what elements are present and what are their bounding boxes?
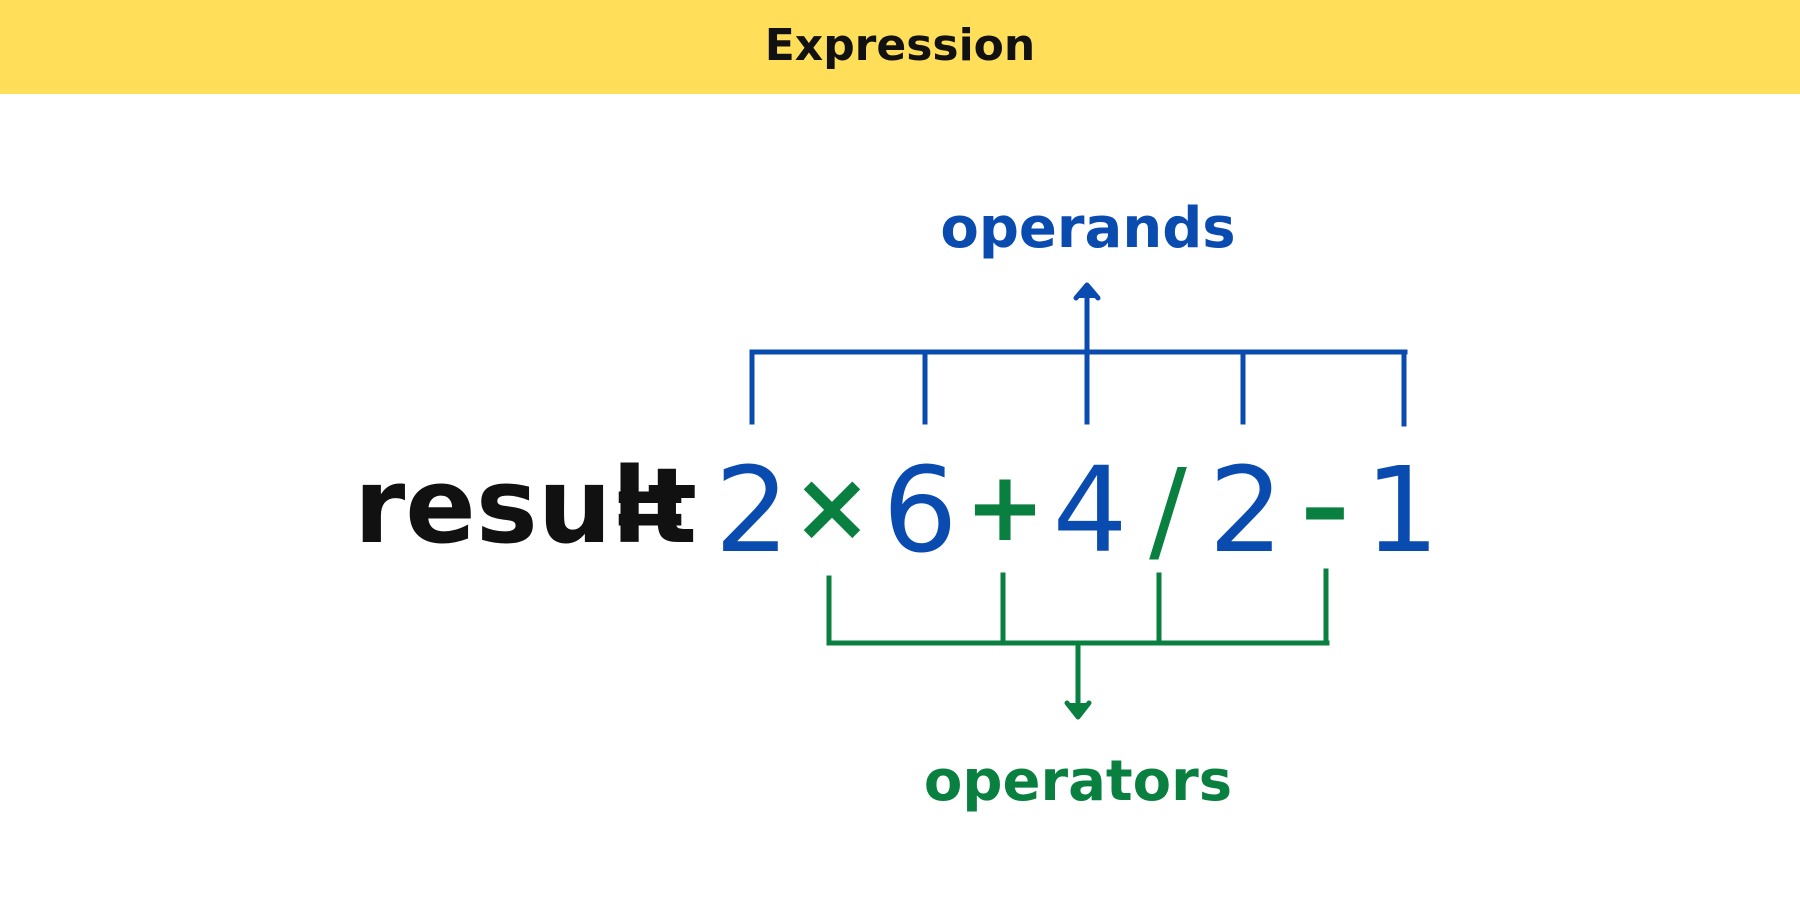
operand-5: 1 (1364, 441, 1439, 579)
operand-3: 4 (1052, 441, 1127, 579)
operand-2: 6 (882, 441, 957, 579)
operators-bracket (826, 568, 1330, 646)
operator-4: – (1301, 451, 1349, 563)
operators-label: operators (924, 749, 1232, 814)
operators-arrow (1064, 640, 1092, 720)
operands-bracket (749, 349, 1408, 427)
operator-2: + (965, 451, 1045, 563)
operands-label: operands (940, 196, 1235, 261)
header-bar: Expression (0, 0, 1800, 94)
operand-1: 2 (714, 441, 789, 579)
operator-3: / (1149, 446, 1187, 576)
operand-4: 2 (1208, 441, 1283, 579)
operator-1: × (792, 451, 872, 563)
result-variable: result (354, 445, 697, 567)
page-title: Expression (764, 20, 1036, 71)
operands-arrow (1073, 282, 1101, 355)
equals-sign: = (608, 447, 692, 564)
